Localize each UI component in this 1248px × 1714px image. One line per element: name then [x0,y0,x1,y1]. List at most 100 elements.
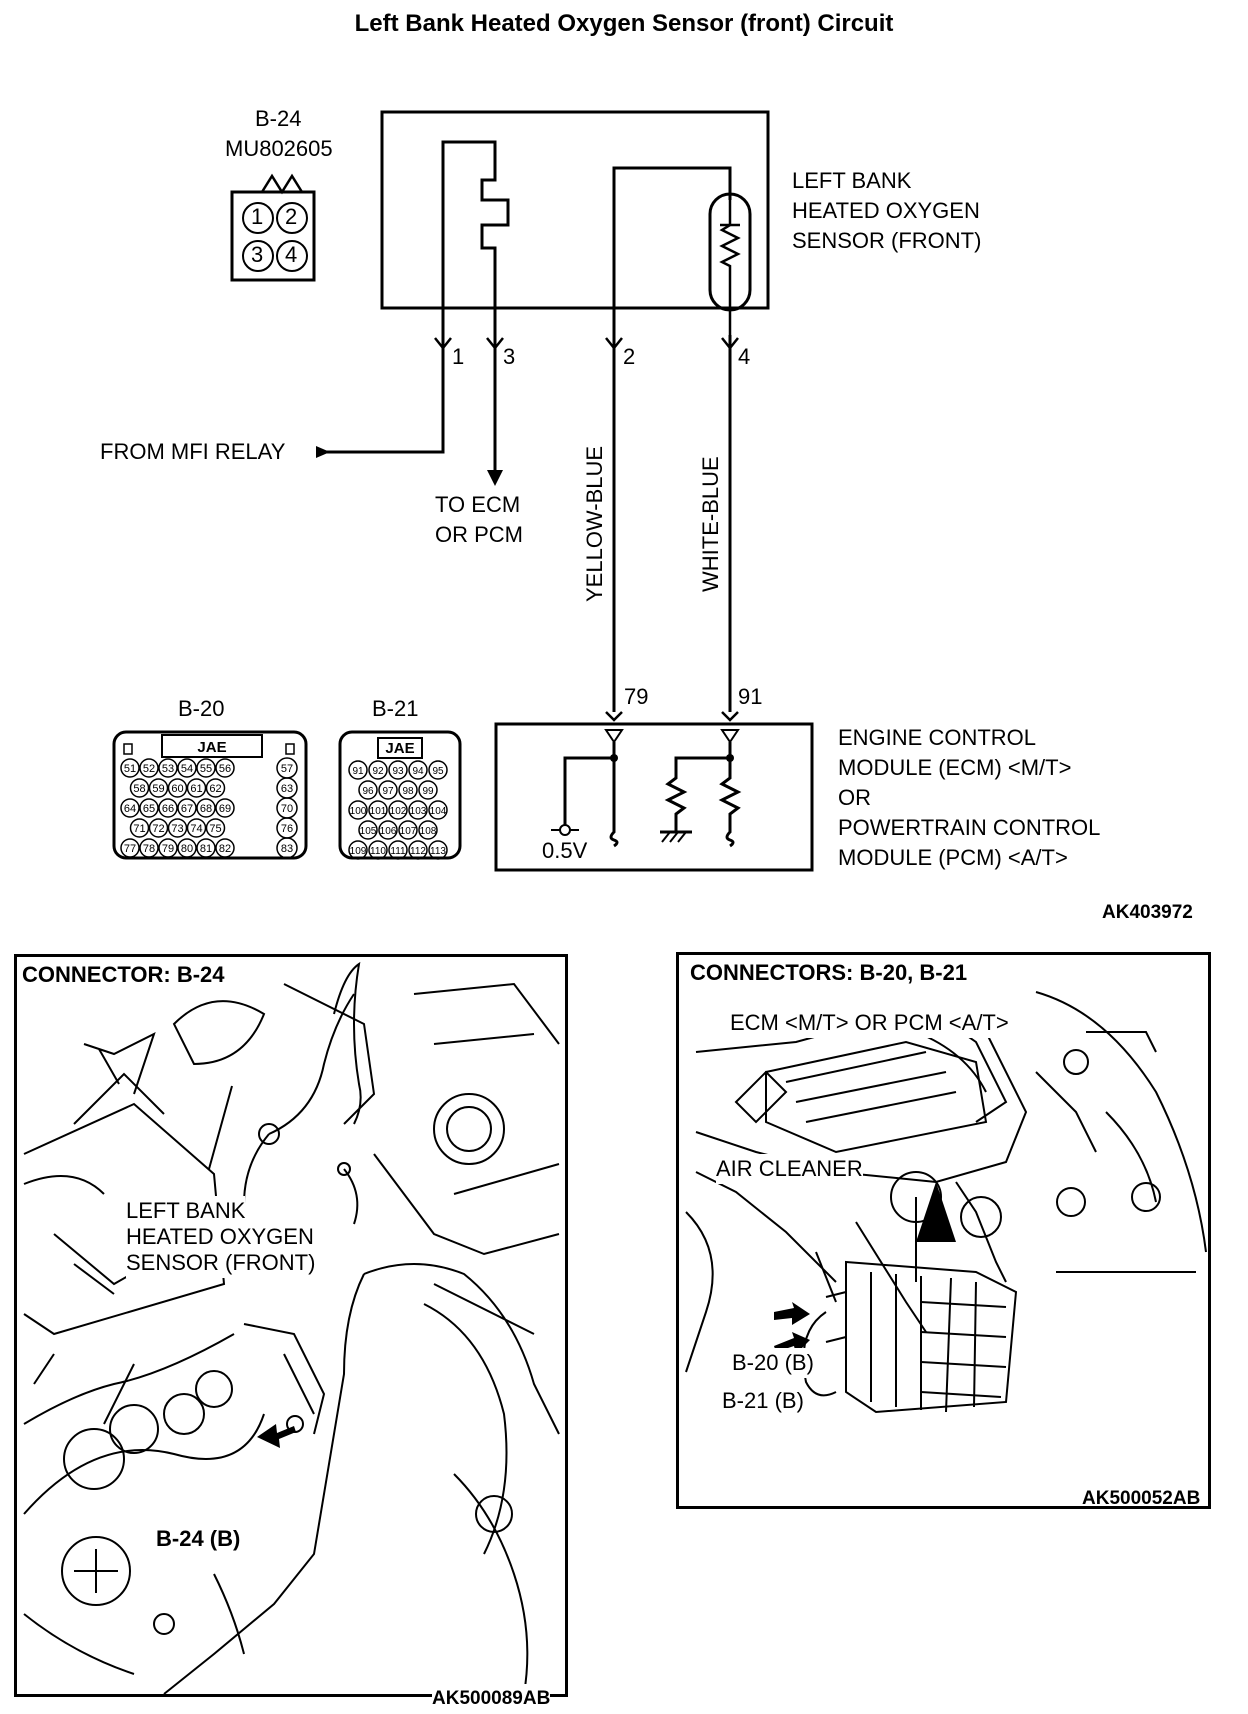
b21-pin-label: 98 [402,786,414,797]
right-panel-subheading: ECM <M/T> OR PCM <A/T> [730,1008,1009,1038]
sensor-box [380,110,770,310]
b21-pin-label: 109 [350,846,367,857]
b20-pin-hole [196,798,216,818]
b20-pin-label: 65 [143,803,155,815]
ecm-label-line4: POWERTRAIN CONTROL [838,815,1101,840]
b20-pin-hole [196,838,216,858]
b21-pin-label: 111 [390,846,406,857]
ecm-label-line5: MODULE (PCM) <A/T> [838,845,1068,870]
b20-pin-hole [186,778,207,798]
b20-side-pin-label: 83 [281,843,293,855]
b20-pin-label: 81 [200,843,212,855]
b20-pin-hole [215,798,235,818]
ecm-box [494,722,814,872]
left-panel-code: AK500089AB [432,1684,551,1714]
b21-pin-label: 103 [410,806,427,817]
ecm-label-line2: MODULE (ECM) <M/T> [838,755,1072,780]
ecm-pin-79: 79 [624,684,649,709]
sensor-label-line3: SENSOR (FRONT) [792,228,982,253]
b21-pin-label: 102 [390,806,407,817]
b20-pin-label: 59 [152,783,164,795]
b20-pin-hole [215,758,235,778]
sensor-pin-2: 2 [623,344,636,369]
b21-pin-hole [378,820,398,840]
b20-pin-hole [167,778,188,798]
b21-pin-label: 106 [380,826,397,837]
b20-pin-label: 64 [124,803,136,815]
b21-pin-label: 113 [430,846,446,857]
b24-pin-2: 2 [285,204,298,229]
b20-pin-label: 74 [190,823,202,835]
circuit-schematic [230,110,814,872]
b20-pin-label: 51 [124,763,136,775]
b20-pin-hole [177,758,197,778]
b20-pin-hole [120,838,140,858]
b20-connector-id: B-20 [178,696,225,721]
right-pointer-b21: B-21 (B) [722,1386,804,1416]
b21-pin-label: 99 [422,786,434,797]
b21-pin-hole [428,760,448,780]
b20-pin-hole [129,818,150,838]
b21-pin-label: 94 [412,766,424,777]
b20-pin-hole [167,818,188,838]
b21-pin-hole [348,840,368,860]
b21-pin-label: 96 [362,786,374,797]
b21-pin-hole [418,780,438,800]
b20-pin-hole [158,798,178,818]
b21-pin-hole [388,840,408,860]
heater-element [441,140,510,335]
b21-pin-label: 101 [370,806,387,817]
b24-connector-face [230,173,316,282]
b20-pin-hole [196,758,216,778]
wire-color-white-blue: WHITE-BLUE [698,456,723,592]
b20-pin-label: 79 [162,843,174,855]
b20-pin-label: 66 [162,803,174,815]
right-panel-code: AK500052AB [1082,1488,1201,1509]
b21-pin-label: 100 [350,806,367,817]
b21-pin-label: 110 [370,846,386,857]
left-pointer-arrow [257,1424,296,1448]
ecm-label-line3: OR [838,785,871,810]
b21-pin-hole [378,780,398,800]
b21-pin-hole [368,800,388,820]
voltage-label: 0.5V [542,838,588,863]
b20-brand: JAE [197,739,226,756]
b20-pin-hole [186,818,207,838]
sensor-label-line1: LEFT BANK [792,168,912,193]
from-mfi-relay-label: FROM MFI RELAY [100,439,286,464]
b20-side-pin-hole [276,837,298,859]
b20-pin-hole [139,838,159,858]
left-location-panel [14,954,568,1697]
b21-pin-hole [388,800,408,820]
b20-pin-hole [177,838,197,858]
sensor-pin-1: 1 [452,344,465,369]
right-pointer-b20: B-20 (B) [732,1348,814,1378]
b20-pin-hole [120,798,140,818]
b21-pin-label: 92 [372,766,384,777]
b21-pin-label: 91 [352,766,364,777]
b20-pin-hole [139,758,159,778]
left-callout-line1: LEFT BANK [126,1196,246,1226]
diagram-title: Left Bank Heated Oxygen Sensor (front) C… [354,10,894,37]
b21-connector-id: B-21 [372,696,419,721]
b20-pin-label: 62 [209,783,221,795]
left-callout-line3: SENSOR (FRONT) [126,1248,316,1278]
sensor-pin-3: 3 [503,344,516,369]
b20-pin-label: 54 [181,763,193,775]
sensor-label-line2: HEATED OXYGEN [792,198,980,223]
b24-pin-3: 3 [251,242,264,267]
b20-pin-hole [120,758,140,778]
b20-pin-hole [177,798,197,818]
b20-pin-hole [215,838,235,858]
to-ecm-line2: OR PCM [435,522,523,547]
b21-pin-label: 93 [392,766,404,777]
diagram-code: AK403972 [1102,902,1193,923]
right-pointer-arrow-b20 [774,1302,810,1325]
b20-pin-hole [205,778,226,798]
b20-pin-hole [205,818,226,838]
wire-color-yellow-blue: YELLOW-BLUE [582,445,607,602]
b21-pin-hole [408,840,428,860]
left-panel-heading: CONNECTOR: B-24 [22,962,225,987]
b20-pin-label: 55 [200,763,212,775]
